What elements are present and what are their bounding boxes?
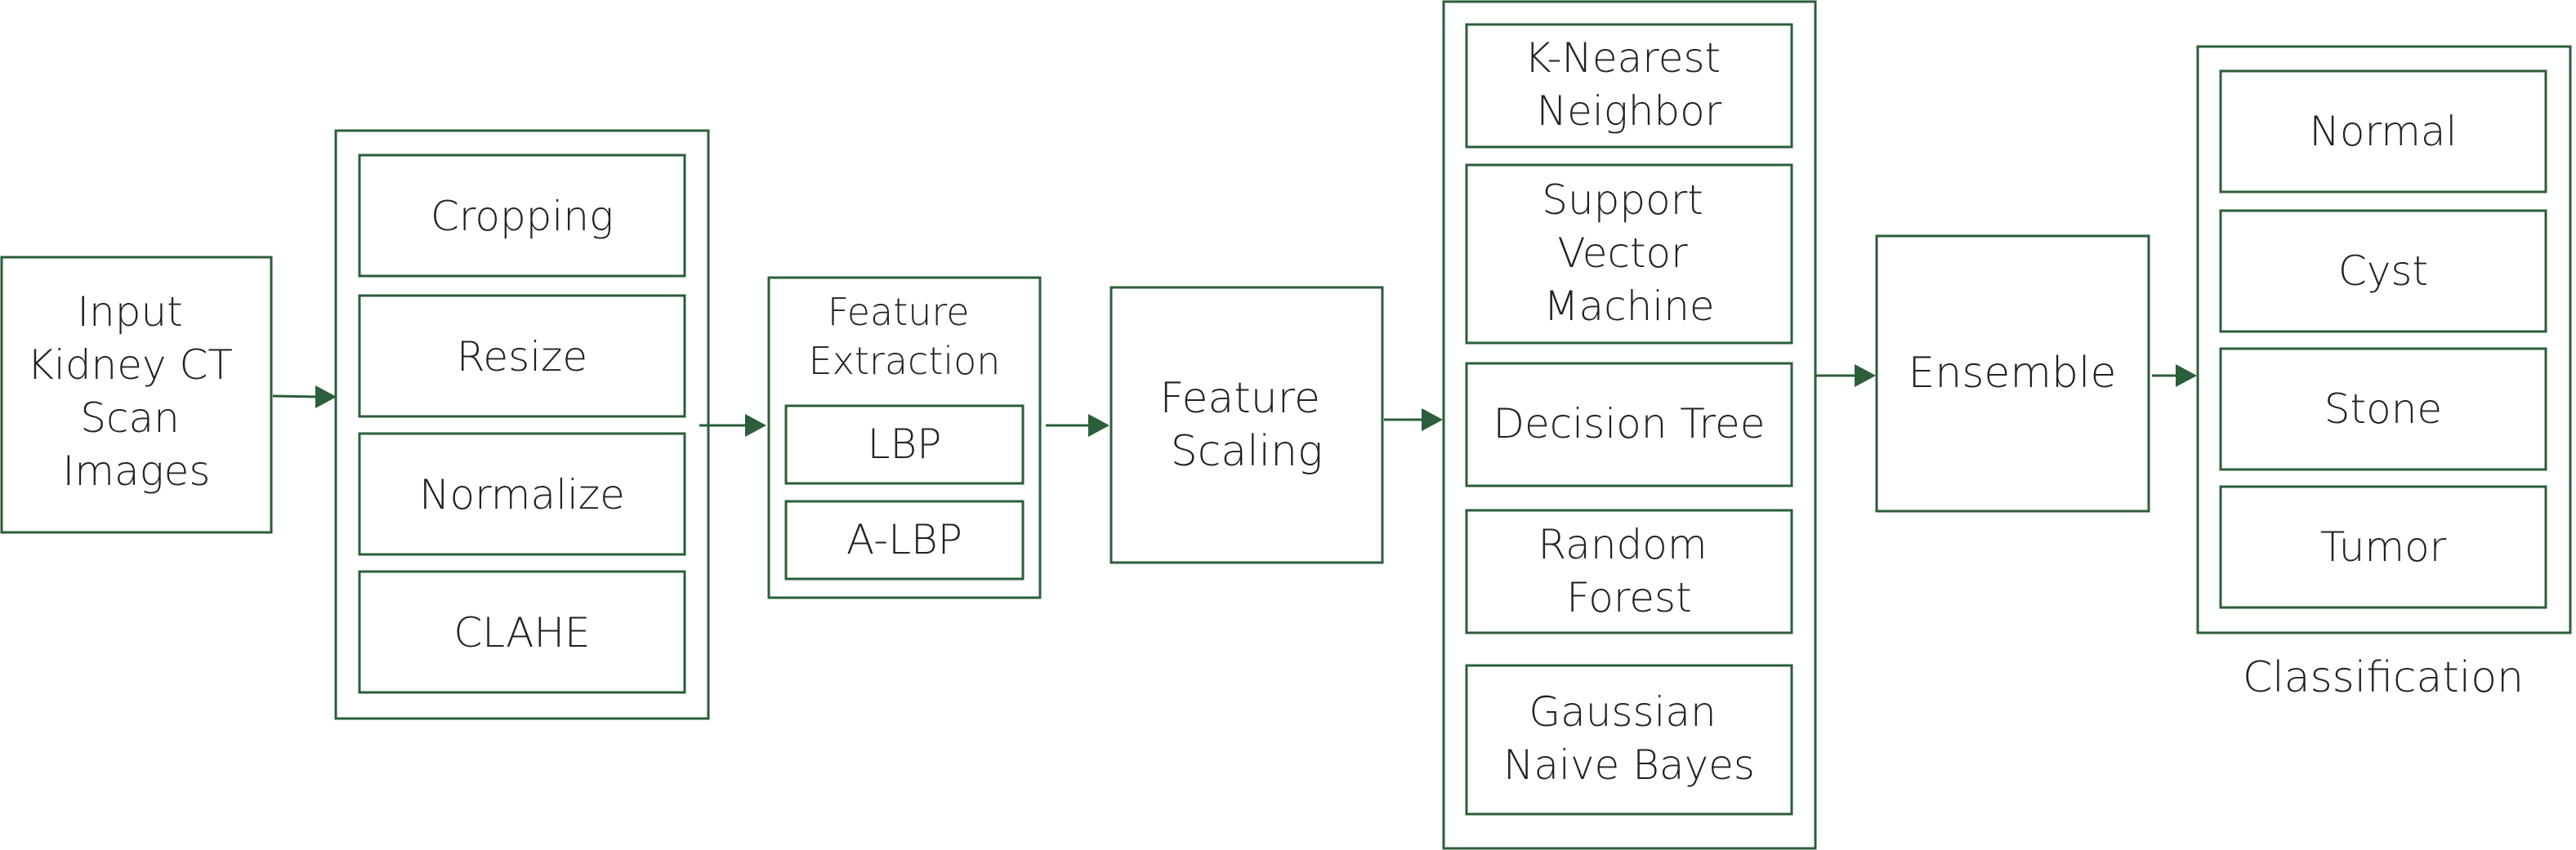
preprocessing-step-box <box>358 294 686 418</box>
classifier-svm: Support Vector Machine <box>1542 176 1717 330</box>
preprocessing-step-clahe: CLAHE <box>453 609 590 656</box>
classifier-decision-tree: Decision Tree <box>1493 400 1766 447</box>
feature-method-box <box>784 500 1025 581</box>
arrow-classifiers-to-ensemble <box>1816 364 1876 387</box>
feature-extraction-title: Feature Extraction <box>809 290 1001 383</box>
input-label: Input Kidney CT Scan Images <box>27 288 246 495</box>
arrow-feature-extraction-to-scaling <box>1046 414 1109 437</box>
feature-scaling-block: Feature Scaling <box>1109 286 1384 564</box>
arrow-preprocessing-to-feature-extraction <box>699 414 766 437</box>
classifier-box <box>1465 23 1793 149</box>
input-box <box>0 256 273 534</box>
feature-extraction-group: Feature Extraction LBP A-LBP <box>767 276 1042 599</box>
classifier-box <box>1465 664 1793 816</box>
classifier-box <box>1465 509 1793 634</box>
input-block: Input Kidney CT Scan Images <box>0 256 273 534</box>
preprocessing-step-box <box>358 154 686 278</box>
arrow-scaling-to-classifiers <box>1384 408 1443 431</box>
classifier-box <box>1465 163 1793 345</box>
class-box <box>2219 347 2547 471</box>
class-box <box>2219 485 2547 609</box>
arrow-input-to-preprocessing <box>272 385 337 408</box>
preprocessing-step-cropping: Cropping <box>431 193 614 240</box>
classifier-gaussian-nb: Gaussian Naive Bayes <box>1503 688 1755 789</box>
class-box <box>2219 69 2547 194</box>
class-box <box>2219 209 2547 333</box>
feature-scaling-label: Feature Scaling <box>1159 374 1333 476</box>
classifiers-group: K-Nearest Neighbor Support Vector Machin… <box>1442 0 1817 850</box>
classification-caption: Classification <box>2243 653 2524 702</box>
feature-method-box <box>784 404 1025 485</box>
ensemble-label: Ensemble <box>1909 349 2117 398</box>
classifier-random-forest: Random Forest <box>1538 521 1721 621</box>
class-cyst: Cyst <box>2338 247 2428 295</box>
preprocessing-step-box <box>358 570 686 694</box>
ensemble-box <box>1875 234 2150 513</box>
preprocessing-step-box <box>358 432 686 556</box>
arrow-ensemble-to-classification <box>2152 364 2197 387</box>
feature-method-a-lbp: A-LBP <box>846 516 962 563</box>
preprocessing-step-resize: Resize <box>457 333 587 380</box>
classifier-box <box>1465 362 1793 487</box>
classifier-knn: K-Nearest Neighbor <box>1525 34 1734 135</box>
class-normal: Normal <box>2310 108 2458 155</box>
ensemble-block: Ensemble <box>1875 234 2150 513</box>
feature-method-lbp: LBP <box>868 421 942 468</box>
class-stone: Stone <box>2324 385 2442 433</box>
preprocessing-step-normalize: Normalize <box>419 471 625 518</box>
preprocessing-group: Cropping Resize Normalize CLAHE <box>334 129 710 720</box>
class-tumor: Tumor <box>2320 523 2447 571</box>
feature-scaling-box <box>1109 286 1384 564</box>
classification-group: Normal Cyst Stone Tumor Classification <box>2196 45 2572 702</box>
